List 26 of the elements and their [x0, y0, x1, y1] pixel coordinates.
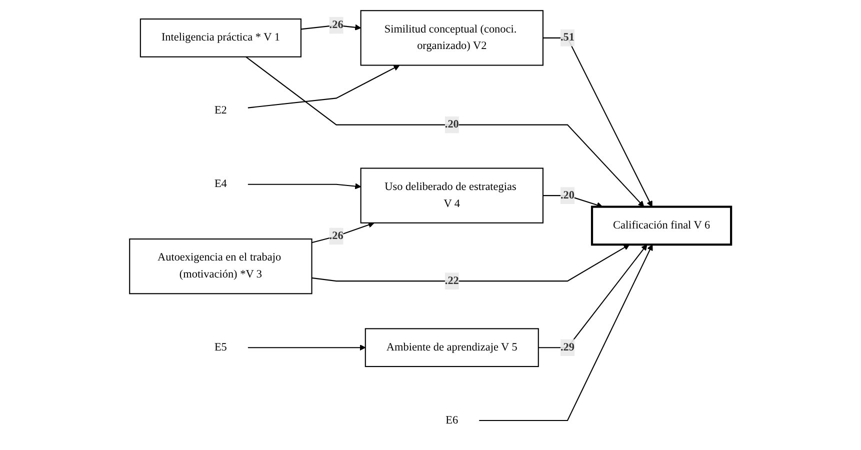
edge-label: .20: [445, 118, 460, 130]
node-box: Inteligencia práctica * V 1: [140, 18, 302, 58]
node-box: Ambiente de aprendizaje V 5: [365, 328, 540, 368]
node-box: Similitud conceptual (conoci. organizado) V2: [360, 10, 544, 66]
arrow: [248, 183, 362, 190]
arrow: [538, 244, 648, 348]
node-box: Calificación final V 6: [591, 206, 732, 246]
node-text: E4: [214, 178, 228, 190]
edge-label: .26: [329, 19, 344, 31]
arrow: [543, 37, 652, 208]
node-text: E5: [214, 341, 228, 354]
edge-label: .29: [560, 341, 575, 354]
arrow: [301, 24, 362, 30]
arrow: [246, 56, 644, 208]
node-text: E2: [214, 104, 228, 116]
node-text: E6: [446, 414, 458, 426]
arrow: [479, 244, 653, 421]
node-box: Uso deliberado de estrategias V 4: [360, 168, 544, 224]
edge-label: .22: [445, 274, 460, 287]
edge-label: .26: [329, 230, 344, 242]
arrow: [248, 344, 366, 351]
node-box: Autoexigencia en el trabajo (motivación) *V 3: [129, 238, 312, 294]
arrow: [312, 244, 630, 282]
arrow: [248, 64, 400, 108]
edge-label: .20: [560, 189, 575, 202]
edge-label: .51: [560, 32, 575, 44]
